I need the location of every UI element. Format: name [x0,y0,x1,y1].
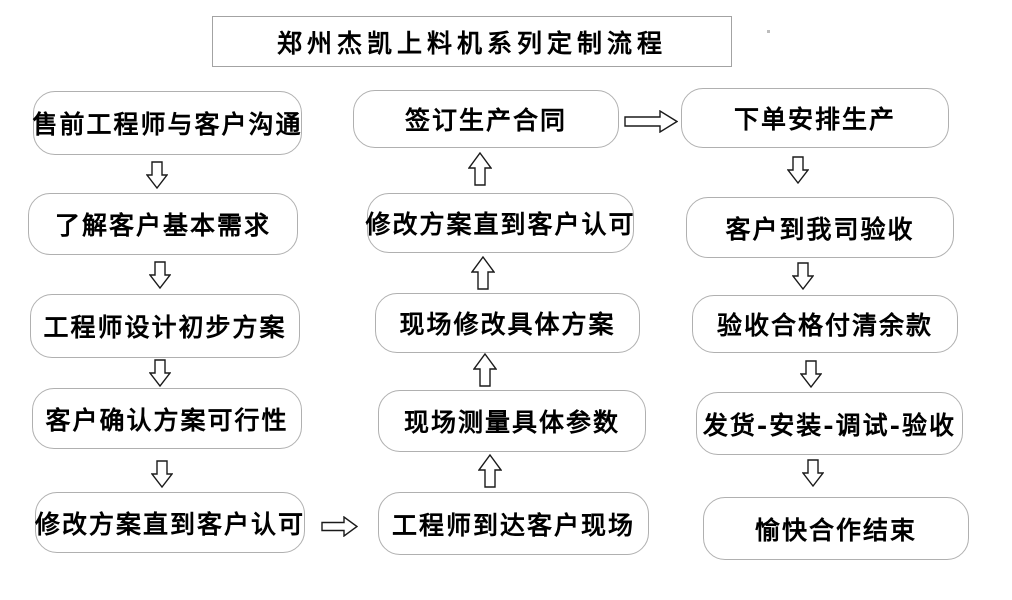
up-arrow-icon [473,353,497,387]
page-title: 郑州杰凯上料机系列定制流程 [276,28,667,58]
step-customer-acceptance-visit: 客户到我司验收 [686,197,954,258]
step-label: 愉快合作结束 [754,515,917,545]
step-label: 工程师设计初步方案 [43,313,287,342]
step-initial-design: 工程师设计初步方案 [30,294,300,358]
step-label: 下单安排生产 [733,105,896,134]
step-label: 现场修改具体方案 [399,310,616,339]
step-label: 修改方案直到客户认可 [35,509,306,539]
step-engineer-arrives-onsite: 工程师到达客户现场 [378,492,649,555]
down-arrow-icon [151,460,173,488]
step-label: 现场测量具体参数 [403,408,620,437]
step-pay-balance: 验收合格付清余款 [692,295,958,353]
step-place-order-production: 下单安排生产 [681,88,949,148]
step-label: 签订生产合同 [404,106,567,135]
right-arrow-icon [624,110,678,133]
title-box: 郑州杰凯上料机系列定制流程 [212,16,732,67]
step-label: 了解客户基本需求 [54,211,271,240]
step-label: 发货-安装-调试-验收 [702,410,957,440]
step-revise-until-approved: 修改方案直到客户认可 [35,492,305,553]
step-confirm-feasibility: 客户确认方案可行性 [32,388,302,449]
down-arrow-icon [146,161,168,189]
step-revise-until-approved-2: 修改方案直到客户认可 [365,193,636,253]
step-understand-needs: 了解客户基本需求 [28,193,298,255]
up-arrow-icon [471,256,495,290]
up-arrow-icon [478,454,502,488]
right-arrow-icon [321,516,358,537]
down-arrow-icon [787,156,809,185]
down-arrow-icon [800,360,822,389]
step-label: 验收合格付清余款 [716,311,933,340]
step-label: 修改方案直到客户认可 [365,210,636,239]
step-happy-cooperation-end: 愉快合作结束 [703,497,969,560]
step-presale-communication: 售前工程师与客户沟通 [33,91,302,155]
down-arrow-icon [792,262,814,291]
down-arrow-icon [149,261,171,289]
down-arrow-icon [802,459,824,488]
step-onsite-revise-plan: 现场修改具体方案 [375,293,640,353]
down-arrow-icon [149,359,171,387]
stray-dot [767,30,770,33]
step-label: 工程师到达客户现场 [391,510,635,540]
step-onsite-measure-params: 现场测量具体参数 [378,390,646,452]
step-ship-install-debug-accept: 发货-安装-调试-验收 [696,392,963,455]
step-label: 售前工程师与客户沟通 [32,110,303,139]
up-arrow-icon [468,152,492,186]
step-sign-contract: 签订生产合同 [353,90,619,148]
step-label: 客户确认方案可行性 [45,405,289,435]
step-label: 客户到我司验收 [725,214,915,244]
